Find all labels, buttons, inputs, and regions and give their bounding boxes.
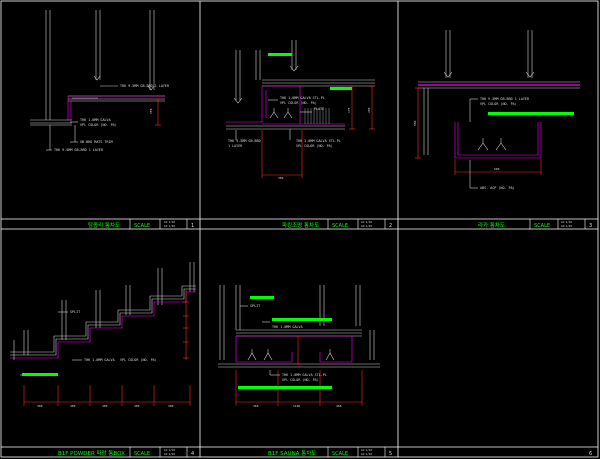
panel-5-label-1: SPLIT [250, 304, 260, 308]
panel-4-dim-5: 300 [168, 404, 174, 408]
panel-5-tag-1 [250, 296, 274, 299]
panel-2-title-block [327, 219, 386, 229]
panel-6-number: 6 [589, 451, 592, 457]
panel-2-label-4: THK 9.5MM GB.BRD [228, 139, 261, 143]
panel-5-drawing [218, 285, 380, 406]
panel-5-label-2: THK 1.0MM GALVA [272, 325, 303, 329]
panel-4-number: 4 [191, 451, 194, 457]
panel-4-dim-3: 300 [102, 404, 108, 408]
panel-4-scale-label: SCALE [134, 451, 150, 457]
panel-2-label-2: VPL COLOR (NO. PA) [280, 101, 317, 105]
panel-3-scale-label: SCALE [534, 223, 550, 229]
panel-4-scale-a1: A1:1/10 [164, 448, 175, 452]
panel-1-title: 탕종리 통차도 [88, 221, 120, 229]
panel-2-number: 2 [389, 223, 392, 229]
panel-1-dim-1: 250 [149, 108, 153, 114]
panel-1-title-block [129, 219, 188, 229]
panel-5-label-4: VPL COLOR (NO. PA) [282, 378, 319, 382]
panel-1-scale-label: SCALE [134, 223, 150, 229]
panel-1-number: 1 [191, 223, 194, 229]
panel-4-label-1: SPLIT [70, 310, 80, 314]
panel-3-title: 라카 통차도 [478, 221, 505, 229]
panel-5-dim-2: 1100 [293, 404, 300, 408]
panel-5-dim-1: 450 [253, 404, 259, 408]
panel-2-label-1: THK 1.0MM GALVA STL.PL [280, 96, 325, 100]
panel-2-scale-a1: A1:1/10 [361, 220, 372, 224]
panel-5-scale-a1: A1:1/10 [361, 448, 372, 452]
panel-3-scale-a1: A1:1/10 [561, 220, 572, 224]
panel-2-label-3: PLATE [314, 107, 324, 111]
panel-2-scale-a3: A3:1/20 [361, 224, 372, 228]
panel-3-drawing [415, 30, 580, 189]
panel-1-label-2: THK 1.0MM GALVA [80, 118, 111, 122]
panel-5: SPLIT THK 1.0MM GALVA THK 1.0MM GALVA ST… [218, 285, 392, 457]
panel-4-dim-2: 300 [70, 404, 76, 408]
panel-5-scale-label: SCALE [332, 451, 348, 457]
panel-5-label-3: THK 1.0MM GALVA STL.PL [282, 373, 327, 377]
panel-2-tag-1 [268, 53, 292, 56]
panel-2-dim-1: 300 [278, 176, 284, 180]
panel-2-tag-2 [330, 87, 352, 90]
panel-3-label-3: ABS. ACP (NO. PA) [480, 186, 515, 190]
panel-3-label-2: VPL COLOR (NO. PA) [480, 102, 517, 106]
panel-1-label-3: VPL COLOR (NO. PA) [80, 123, 117, 127]
panel-3-label-1: THK 9.5MM GB.BRD 1 LAYER [480, 97, 530, 101]
panel-3: THK 9.5MM GB.BRD 1 LAYER VPL COLOR (NO. … [413, 30, 592, 229]
panel-3-dim-2: 600 [494, 167, 500, 171]
panel-2: THK 1.0MM GALVA STL.PL VPL COLOR (NO. PA… [226, 40, 392, 229]
panel-3-number: 3 [589, 223, 592, 229]
panel-1-scale-a3: A3:1/20 [164, 224, 175, 228]
panel-2-title: 파킹조명 통차도 [282, 221, 319, 229]
panel-3-tag-1 [488, 112, 574, 115]
panel-3-dim-1: 500 [413, 120, 417, 126]
panel-4-title: B1F POWDER 파랑 통BOX [58, 449, 125, 457]
panel-1: THK 9.5MM GB.BRD 1 LAYER THK 1.0MM GALVA… [30, 10, 194, 229]
panel-4-tag-1 [22, 373, 58, 376]
panel-4-scale-a3: A3:1/20 [164, 452, 175, 456]
panel-1-label-1: THK 9.5MM GB.BRD 1 LAYER [120, 84, 170, 88]
panel-5-dim-3: 450 [336, 404, 342, 408]
panel-5-number: 5 [389, 451, 392, 457]
panel-5-tag-2 [272, 318, 332, 321]
panel-1-label-5: THK 9.5MM GB.BRD 1 LAYER [54, 148, 104, 152]
panel-3-title-block [529, 219, 586, 229]
panel-4-label-3: VPL COLOR (NO. PA) [120, 358, 157, 362]
panel-2-label-5: 1 LAYER [228, 144, 243, 148]
panel-5-tag-3 [238, 386, 332, 389]
panel-2-scale-label: SCALE [332, 223, 348, 229]
panel-2-dim-2: 175 [347, 107, 351, 113]
panel-4-label-2: THK 1.0MM GALVA [84, 358, 115, 362]
panel-5-scale-a3: A3:1/20 [361, 452, 372, 456]
panel-4-drawing [10, 262, 196, 406]
panel-6: 6 [589, 451, 592, 457]
panel-4-dim-1: 300 [37, 404, 43, 408]
panel-3-scale-a3: A3:1/20 [561, 224, 572, 228]
panel-5-title: B1F SAUNA 통차도 [268, 449, 316, 457]
panel-1-label-4: GB.BRD MATS TRIM [80, 140, 113, 144]
panel-1-scale-a1: A1:1/10 [164, 220, 175, 224]
panel-2-drawing [226, 40, 375, 178]
panel-4: SPLIT THK 1.0MM GALVA VPL COLOR (NO. PA)… [10, 262, 196, 457]
panel-1-drawing [30, 10, 165, 151]
panel-4-dim-4: 300 [134, 404, 140, 408]
panel-2-dim-3: 200 [367, 107, 371, 113]
panel-4-title-block [129, 447, 188, 457]
panel-5-title-block [327, 447, 386, 457]
panel-2-label-6: THK 1.0MM GALVA STL.PL [296, 139, 341, 143]
panel-2-label-7: VPL COLOR (NO. PA) [296, 144, 333, 148]
